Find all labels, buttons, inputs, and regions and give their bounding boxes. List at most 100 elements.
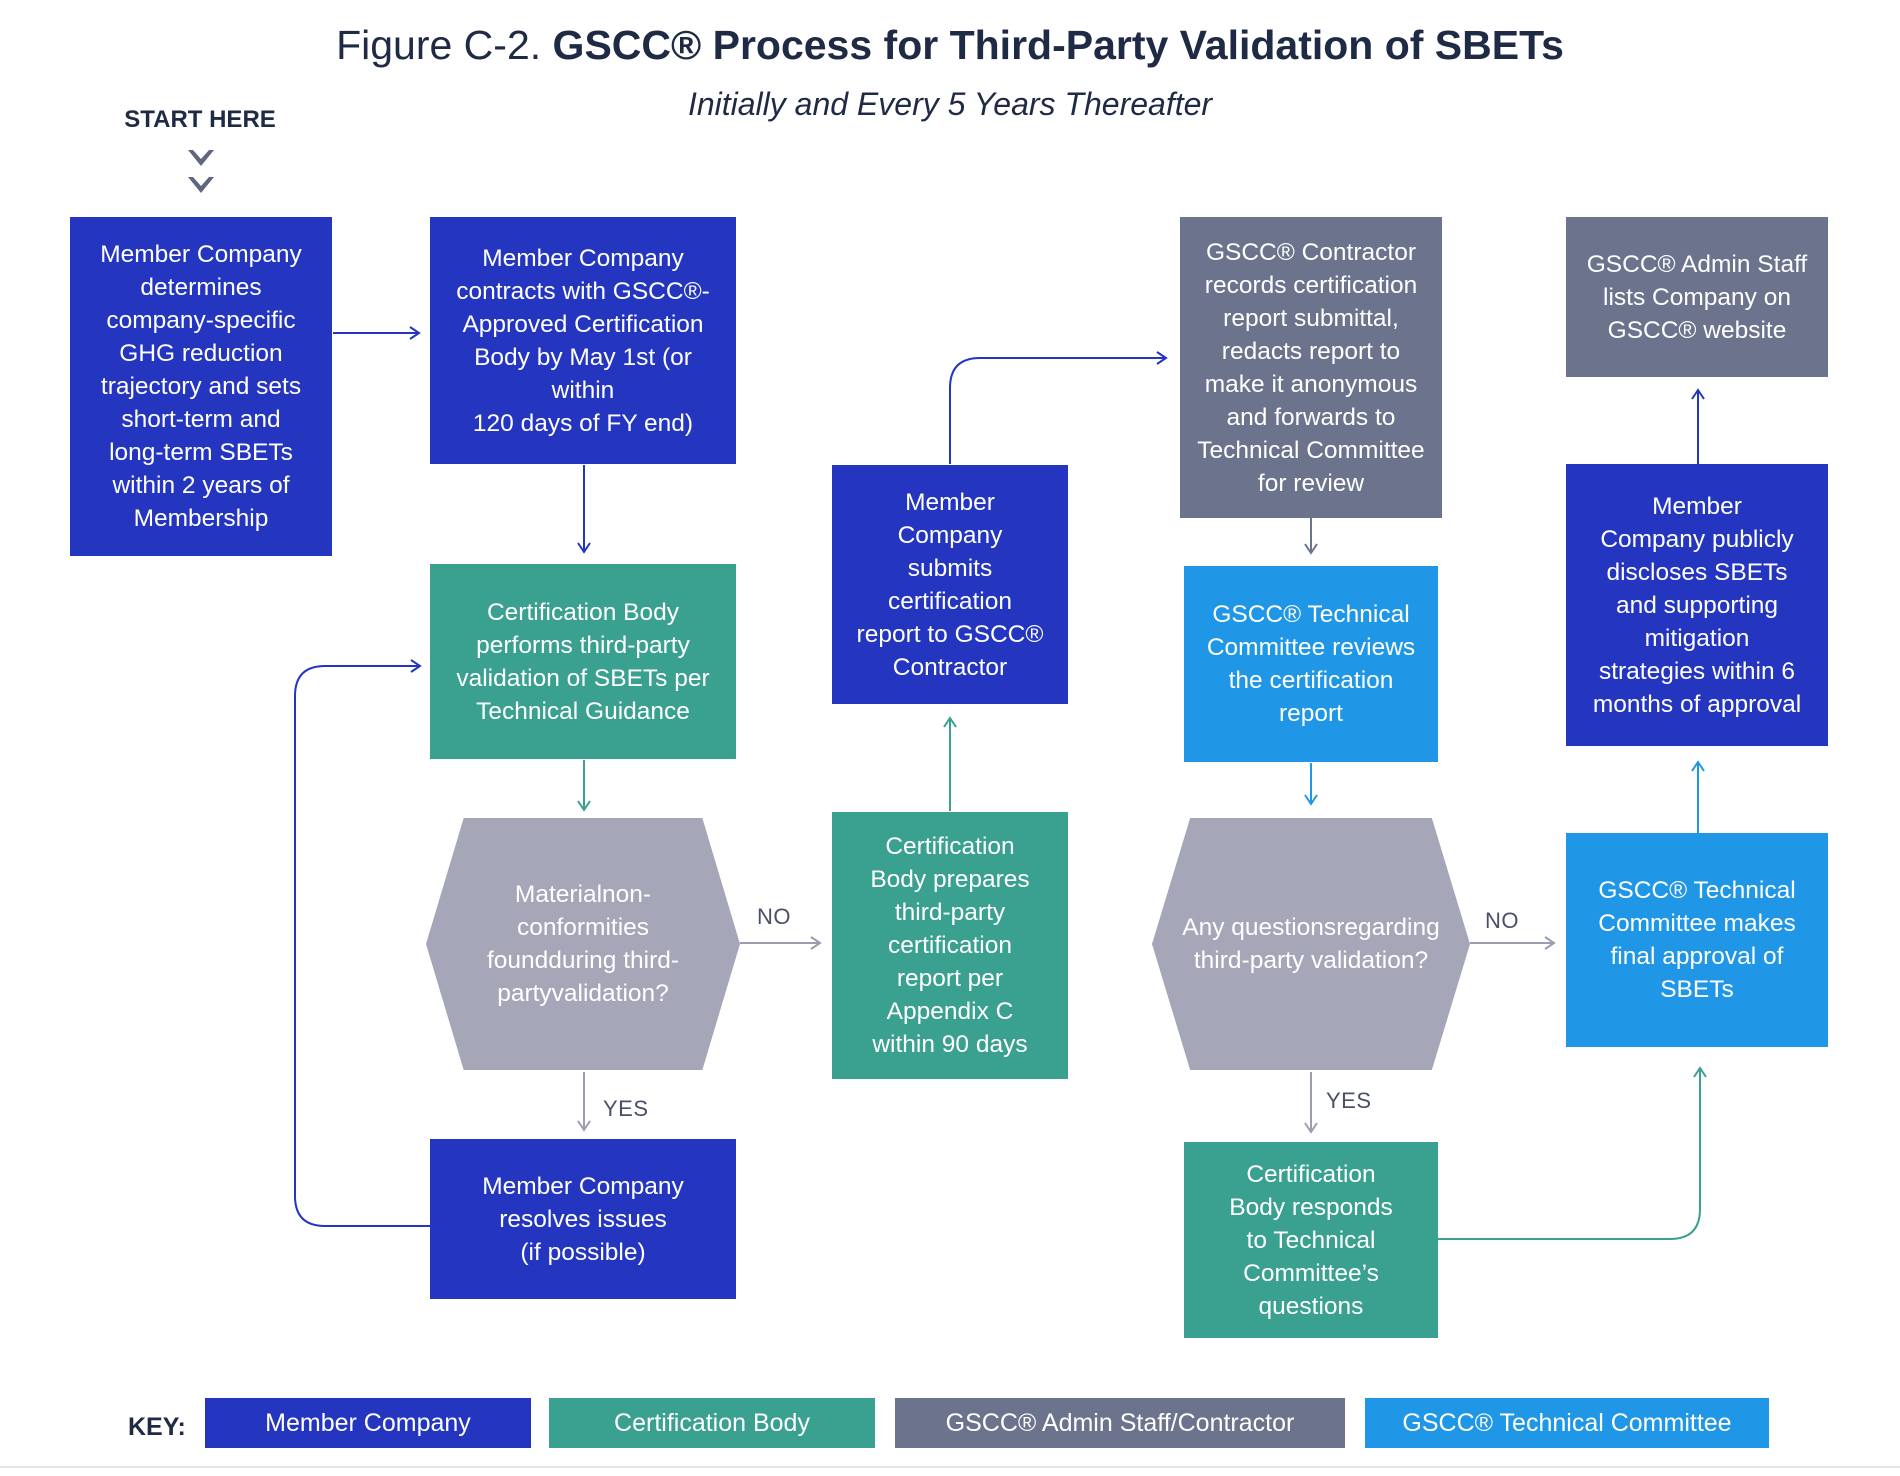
- node-text-line: report: [1278, 700, 1343, 727]
- node-text-line: certification: [888, 587, 1012, 615]
- node-text-line: Technical Committee: [1197, 436, 1425, 464]
- node-text-line: Any questions: [1182, 914, 1337, 941]
- node-certification-body-validation: Certification Body performs third-party va…: [430, 564, 736, 759]
- node-text-line: non-conformities found: [486, 881, 652, 974]
- node-text-line: report per: [896, 965, 1004, 992]
- node-text-line: within 90 days: [872, 1031, 1028, 1058]
- node-text-line: Company publicly: [1600, 525, 1794, 553]
- node-text-line: within 2 years of: [112, 472, 290, 499]
- node-text: Member Company determines company-specific…: [100, 238, 302, 535]
- figure-title-prefix: Figure C-2.: [336, 22, 542, 68]
- node-text-line: Company: [897, 521, 1003, 549]
- node-text-line: performs third-party: [476, 631, 690, 659]
- node-text-line: submits: [907, 554, 993, 582]
- node-text-line: Committee’s: [1243, 1259, 1379, 1287]
- node-text-line: Member Company: [482, 244, 684, 272]
- node-text-line: Certification Body: [486, 598, 679, 626]
- node-text-line: company-specific: [106, 307, 296, 334]
- node-text-line: certification: [888, 932, 1012, 959]
- node-text: Certification Body performs third-party va…: [456, 596, 709, 728]
- node-text-line: months of approval: [1592, 690, 1802, 718]
- node-text-line: determines: [140, 274, 262, 301]
- node-text-line: short-term and: [121, 406, 281, 433]
- node-text-line: Committee reviews: [1206, 634, 1416, 661]
- node-text-line: Approved Certification: [462, 310, 704, 338]
- arrow-submits-to-records: [949, 351, 1168, 464]
- start-chevrons-icon: [188, 150, 214, 193]
- label-yes-nonconformities: YES: [603, 1096, 649, 1121]
- key-member-company: Member Company: [205, 1398, 531, 1448]
- node-text-line: party validation?: [1249, 947, 1429, 974]
- node-text-line: third-party: [894, 899, 1006, 926]
- node-text-line: regarding third-: [1193, 914, 1440, 974]
- node-text-line: final approval of: [1610, 943, 1784, 970]
- node-text: Materialnon-conformities foundduring thi…: [454, 878, 712, 1010]
- node-text-line: Certification: [1246, 1160, 1376, 1188]
- node-text-line: Body by May 1st (or within: [474, 343, 692, 404]
- node-text-line: contracts with GSCC®-: [456, 277, 710, 305]
- node-text-line: Certification: [885, 833, 1015, 860]
- key-admin-staff-contractor: GSCC® Admin Staff/Contractor: [895, 1398, 1345, 1448]
- node-text-line: GHG reduction: [119, 340, 283, 367]
- node-text-line: make it anonymous: [1204, 370, 1418, 398]
- node-text-line: lists Company on: [1603, 283, 1791, 311]
- node-text-line: redacts report to: [1221, 337, 1401, 365]
- bottom-divider: [0, 1466, 1900, 1468]
- node-member-company-contracts: Member Company contracts with GSCC®- Appro…: [430, 217, 736, 464]
- node-text-line: SBETs: [1660, 976, 1734, 1003]
- node-text-line: report submittal,: [1223, 304, 1399, 332]
- node-text: Any questionsregarding third-party valid…: [1180, 911, 1442, 977]
- node-text-line: (if possible): [520, 1238, 646, 1266]
- node-text: Member Company contracts with GSCC®- Appro…: [444, 242, 722, 440]
- node-text-line: GSCC® Technical: [1212, 601, 1410, 628]
- decision-any-questions: Any questionsregarding third-party valid…: [1152, 818, 1470, 1070]
- node-text-line: and forwards to: [1226, 403, 1396, 431]
- node-text-line: Member Company: [100, 241, 302, 268]
- figure-title: Figure C-2. GSCC® Process for Third-Part…: [0, 22, 1900, 69]
- node-text-line: Technical Guidance: [476, 697, 690, 725]
- node-text-line: Material: [514, 881, 603, 908]
- node-text-line: Body prepares: [870, 866, 1030, 893]
- node-text-line: questions: [1258, 1292, 1364, 1320]
- node-text-line: validation of SBETs per: [456, 664, 710, 692]
- start-here-label: START HERE: [124, 106, 276, 133]
- node-text-line: resolves issues: [499, 1205, 667, 1233]
- node-text-line: Member: [1652, 492, 1742, 520]
- node-text-line: Membership: [133, 505, 269, 532]
- node-text-line: Member: [905, 488, 995, 516]
- node-text-line: strategies within 6: [1598, 657, 1796, 685]
- node-text-line: long-term SBETs: [109, 439, 293, 466]
- arrow-responds-to-approval: [1438, 1066, 1707, 1240]
- node-text-line: Body responds: [1229, 1193, 1393, 1221]
- node-text-line: for review: [1257, 469, 1365, 497]
- node-text-line: Appendix C: [886, 998, 1014, 1025]
- label-no-questions: NO: [1485, 908, 1519, 933]
- node-text-line: GSCC® Admin Staff: [1586, 250, 1808, 278]
- node-text-line: trajectory and sets: [100, 373, 302, 400]
- node-text-line: validation?: [551, 980, 669, 1007]
- key-technical-committee: GSCC® Technical Committee: [1365, 1398, 1769, 1448]
- key-label: KEY:: [128, 1413, 186, 1441]
- node-text-line: to Technical: [1246, 1226, 1376, 1254]
- label-no-nonconformities: NO: [757, 904, 791, 929]
- node-text-line: records certification: [1204, 271, 1418, 299]
